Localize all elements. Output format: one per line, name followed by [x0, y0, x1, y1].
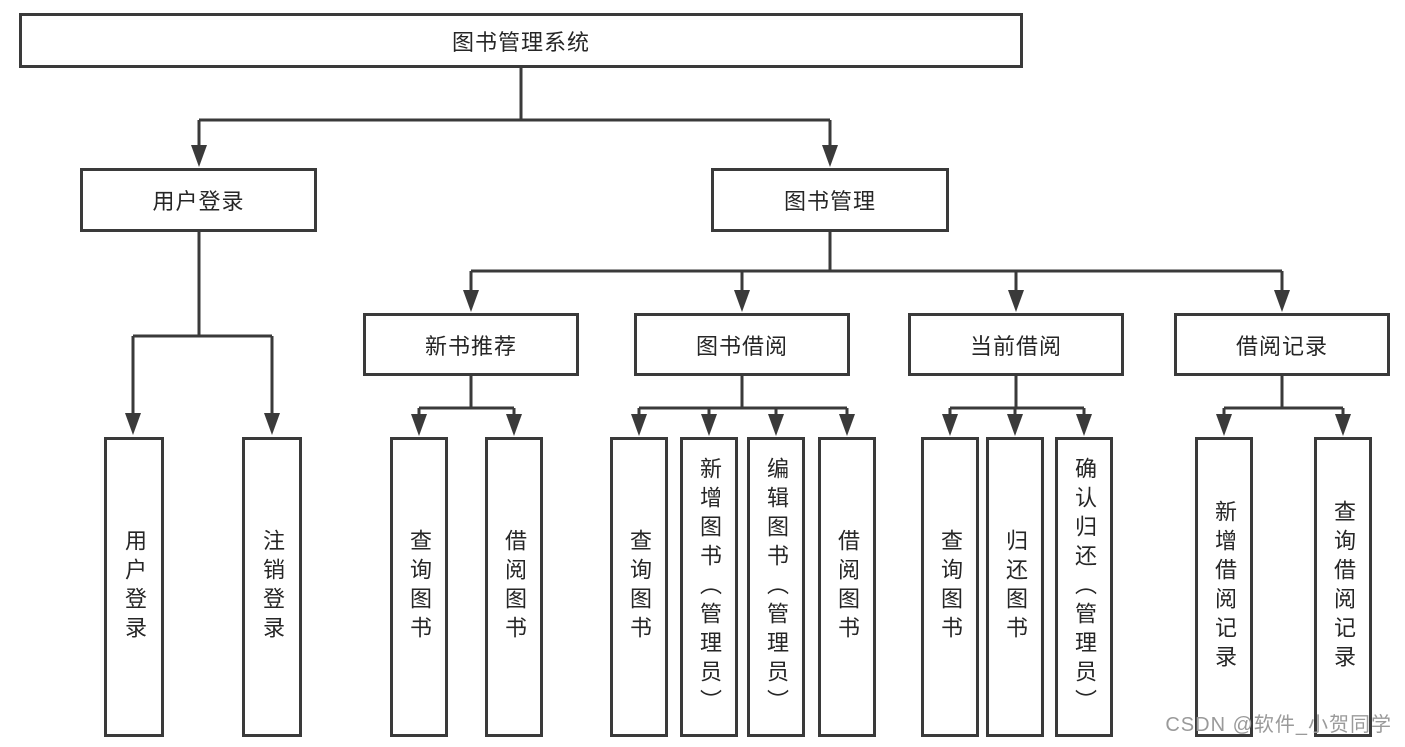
leaf-add-borrow-record: 新增借阅记录 [1195, 437, 1253, 737]
leaf-confirm-return-admin: 确认归还（管理员） [1055, 437, 1113, 737]
node-book-management-label: 图书管理 [783, 189, 876, 214]
node-book-borrow: 图书借阅 [634, 313, 850, 376]
connector-book-management-branch [463, 232, 1290, 312]
arrowhead [411, 414, 427, 436]
arrowhead [1274, 290, 1290, 312]
node-new-book-recommend-label: 新书推荐 [424, 333, 517, 359]
leaf-logout-label: 注销登录 [260, 529, 285, 645]
connector-borrow-records-branch [1216, 376, 1351, 436]
arrowhead [1008, 290, 1024, 312]
leaf-query-books-borrow: 查询图书 [610, 437, 668, 737]
node-current-borrow: 当前借阅 [908, 313, 1124, 376]
leaf-edit-book-admin-label: 编辑图书（管理员） [764, 456, 789, 718]
leaf-borrow-books-label: 借阅图书 [835, 529, 860, 645]
leaf-return-book-label: 归还图书 [1003, 529, 1028, 645]
arrowhead [191, 145, 207, 167]
arrowhead [1007, 414, 1023, 436]
node-borrow-records-label: 借阅记录 [1235, 333, 1328, 359]
leaf-user-login-label: 用户登录 [122, 529, 147, 645]
node-book-borrow-label: 图书借阅 [695, 333, 788, 359]
leaf-borrow-books: 借阅图书 [818, 437, 876, 737]
node-user-login: 用户登录 [80, 168, 317, 232]
leaf-add-book-admin: 新增图书（管理员） [680, 437, 738, 737]
leaf-query-books-recommend-label: 查询图书 [407, 529, 432, 645]
node-current-borrow-label: 当前借阅 [969, 333, 1062, 359]
connector-current-borrow-branch [942, 376, 1092, 436]
leaf-query-books-current: 查询图书 [921, 437, 979, 737]
node-user-login-label: 用户登录 [152, 189, 245, 214]
arrowhead [822, 145, 838, 167]
leaf-confirm-return-admin-label: 确认归还（管理员） [1072, 456, 1097, 718]
leaf-query-books-borrow-label: 查询图书 [627, 529, 652, 645]
leaf-query-books-current-label: 查询图书 [938, 529, 963, 645]
node-borrow-records: 借阅记录 [1174, 313, 1390, 376]
node-new-book-recommend: 新书推荐 [363, 313, 579, 376]
arrowhead [631, 414, 647, 436]
node-root-label: 图书管理系统 [451, 29, 590, 55]
watermark: CSDN @软件_小贺同学 [1165, 714, 1392, 736]
connector-new-book-branch [411, 376, 522, 436]
leaf-add-book-admin-label: 新增图书（管理员） [697, 456, 722, 718]
leaf-user-login: 用户登录 [104, 437, 164, 737]
arrowhead [264, 413, 280, 435]
arrowhead [506, 414, 522, 436]
leaf-query-borrow-record-label: 查询借阅记录 [1331, 500, 1356, 674]
arrowhead [125, 413, 141, 435]
arrowhead [1216, 414, 1232, 436]
node-book-management: 图书管理 [711, 168, 949, 232]
leaf-add-borrow-record-label: 新增借阅记录 [1212, 500, 1237, 674]
arrowhead [734, 290, 750, 312]
node-root: 图书管理系统 [19, 13, 1023, 68]
leaf-borrow-books-recommend: 借阅图书 [485, 437, 543, 737]
arrowhead [701, 414, 717, 436]
connector-user-login-branch [125, 232, 280, 435]
leaf-return-book: 归还图书 [986, 437, 1044, 737]
connector-book-borrow-branch [631, 376, 855, 436]
leaf-query-books-recommend: 查询图书 [390, 437, 448, 737]
arrowhead [1076, 414, 1092, 436]
arrowhead [942, 414, 958, 436]
leaf-logout: 注销登录 [242, 437, 302, 737]
leaf-query-borrow-record: 查询借阅记录 [1314, 437, 1372, 737]
arrowhead [1335, 414, 1351, 436]
leaf-borrow-books-recommend-label: 借阅图书 [502, 529, 527, 645]
arrowhead [839, 414, 855, 436]
arrowhead [463, 290, 479, 312]
connector-root-to-level2 [191, 68, 838, 167]
arrowhead [768, 414, 784, 436]
leaf-edit-book-admin: 编辑图书（管理员） [747, 437, 805, 737]
